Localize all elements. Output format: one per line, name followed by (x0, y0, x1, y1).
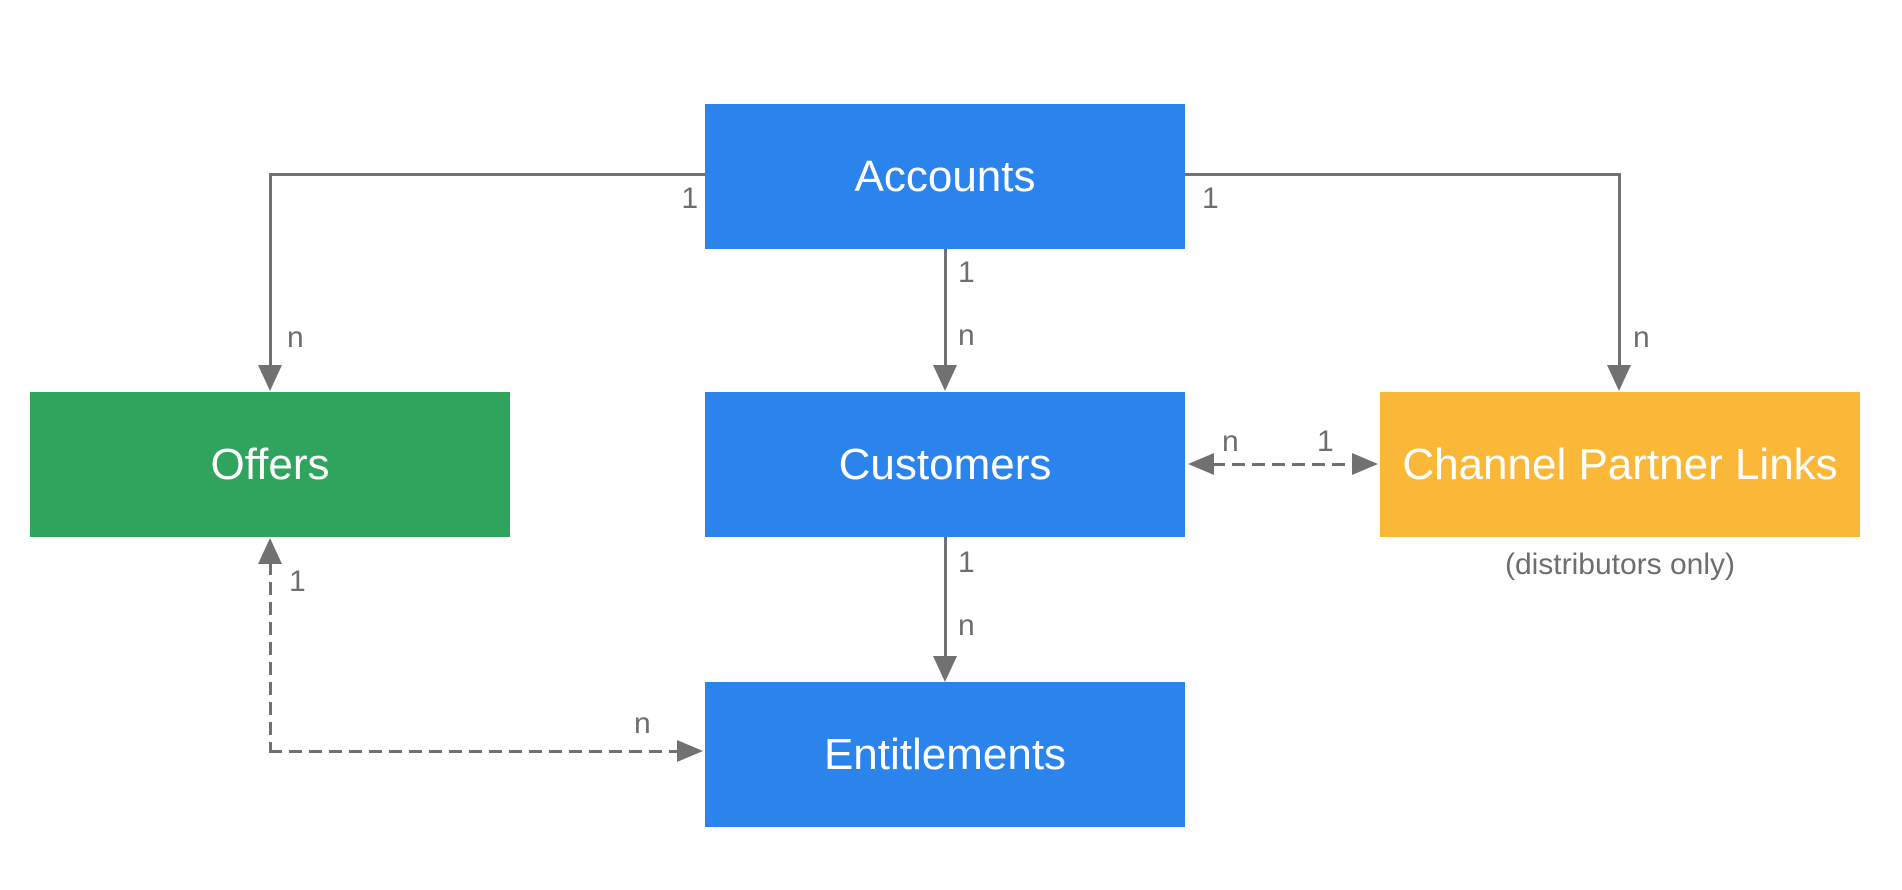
edge-accounts-offers-arrowhead-icon (258, 365, 282, 391)
edge-customers-cpl-right-arrowhead-icon (1352, 453, 1378, 475)
edge-accounts-cpl-vline (1618, 173, 1621, 366)
edge-customers-entitlements-from-label: 1 (958, 546, 975, 579)
edge-customers-cpl-to-label: 1 (1317, 425, 1334, 458)
edge-customers-entitlements-vline (944, 537, 947, 657)
edge-offers-entitlements-from-label: 1 (289, 565, 306, 598)
edge-accounts-cpl-from-label: 1 (1202, 182, 1219, 215)
edge-accounts-customers-to-label: n (958, 319, 975, 352)
edge-customers-entitlements-to-label: n (958, 609, 975, 642)
edge-accounts-customers-from-label: 1 (958, 256, 975, 289)
edge-accounts-offers-vline (269, 173, 272, 366)
edge-accounts-customers-arrowhead-icon (933, 365, 957, 391)
edge-customers-cpl-left-arrowhead-icon (1188, 453, 1214, 475)
edge-customers-cpl-from-label: n (1222, 425, 1239, 458)
edge-accounts-customers-vline (944, 249, 947, 366)
node-accounts: Accounts (705, 104, 1185, 249)
edge-accounts-cpl-hline (1185, 173, 1621, 176)
node-channel-partner-links: Channel Partner Links (1380, 392, 1860, 537)
edge-accounts-cpl-arrowhead-icon (1607, 365, 1631, 391)
edge-accounts-cpl-to-label: n (1633, 321, 1650, 354)
edge-customers-cpl-dashed-line (1212, 463, 1354, 466)
distributors-only-note: (distributors only) (1504, 548, 1736, 581)
node-entitlements: Entitlements (705, 682, 1185, 827)
edge-accounts-offers-to-label: n (287, 321, 304, 354)
edge-offers-entitlements-dashed-vline (269, 562, 272, 752)
edge-offers-entitlements-up-arrowhead-icon (258, 538, 282, 564)
edge-offers-entitlements-right-arrowhead-icon (677, 740, 703, 762)
node-customers: Customers (705, 392, 1185, 537)
edge-offers-entitlements-dashed-hline (269, 750, 677, 753)
edge-customers-entitlements-arrowhead-icon (933, 656, 957, 682)
edge-accounts-offers-hline (269, 173, 705, 176)
edge-offers-entitlements-to-label: n (634, 707, 651, 740)
node-offers: Offers (30, 392, 510, 537)
edge-accounts-offers-from-label: 1 (681, 182, 698, 215)
